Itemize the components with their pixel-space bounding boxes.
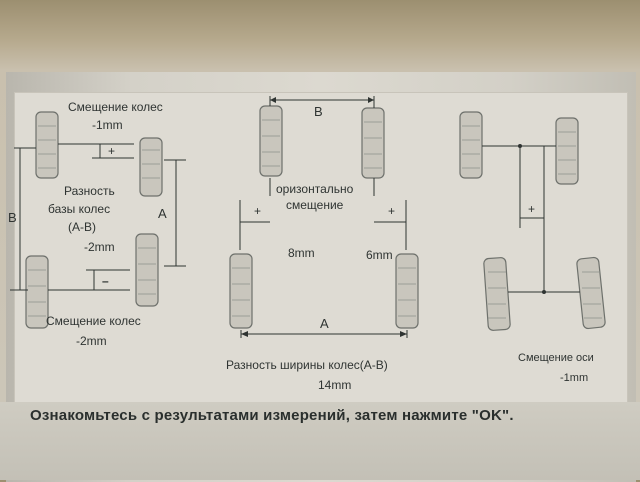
dimension-a-middle: A bbox=[320, 316, 329, 331]
wheel-offset-top-label: Смещение колес bbox=[68, 100, 163, 114]
right-panel-axle-lines bbox=[482, 144, 580, 294]
wheelbase-diff-label-2: базы колес bbox=[48, 202, 111, 216]
left-rear-right-tire bbox=[135, 233, 159, 307]
left-front-left-tire bbox=[35, 111, 59, 179]
wheelbase-diff-label-3: (A-B) bbox=[68, 220, 96, 234]
instruction-text: Ознакомьтесь с результатами измерений, з… bbox=[30, 407, 514, 424]
wheel-offset-bottom-value: -2mm bbox=[76, 334, 107, 348]
track-width-diff-value: 14mm bbox=[318, 378, 352, 392]
wheel-offset-top-value: -1mm bbox=[92, 118, 123, 132]
right-front-left-tire bbox=[459, 111, 483, 179]
dimension-b-middle: B bbox=[314, 104, 323, 119]
right-rear-left-tire bbox=[483, 257, 511, 331]
plus-sign-right: + bbox=[528, 202, 536, 216]
horizontal-offset-label-1: оризонтально bbox=[276, 182, 354, 196]
wheelbase-diff-label-1: Разность bbox=[64, 184, 115, 198]
middle-rear-left-tire bbox=[229, 253, 253, 329]
left-offset-value: 8mm bbox=[288, 246, 315, 260]
right-offset-value: 6mm bbox=[366, 248, 393, 262]
plus-sign-middle-left: + bbox=[254, 204, 262, 218]
plus-sign-middle-right: + bbox=[388, 204, 396, 218]
middle-front-left-tire bbox=[259, 105, 283, 177]
track-width-diff-label: Разность ширины колес(A-B) bbox=[226, 358, 388, 372]
horizontal-offset-label-2: смещение bbox=[286, 198, 344, 212]
left-front-right-tire bbox=[139, 137, 163, 197]
middle-rear-right-tire bbox=[395, 253, 419, 329]
wheel-offset-bottom-label: Смещение колес bbox=[46, 314, 141, 328]
right-rear-right-tire bbox=[576, 256, 606, 330]
wheelbase-diff-value: -2mm bbox=[84, 240, 115, 254]
right-front-right-tire bbox=[555, 117, 579, 185]
axle-offset-label: Смещение оси bbox=[518, 352, 594, 364]
instruction-bar bbox=[0, 402, 640, 480]
axle-offset-value: -1mm bbox=[560, 372, 589, 384]
left-panel-dimension-lines bbox=[10, 143, 186, 291]
dimension-b-left: B bbox=[8, 210, 17, 225]
middle-front-right-tire bbox=[361, 107, 385, 179]
left-rear-left-tire bbox=[25, 255, 49, 329]
plus-sign-top: + bbox=[108, 144, 116, 158]
minus-sign: – bbox=[102, 274, 109, 288]
dimension-a-left: A bbox=[158, 206, 167, 221]
middle-panel-dimension-lines bbox=[239, 96, 408, 338]
